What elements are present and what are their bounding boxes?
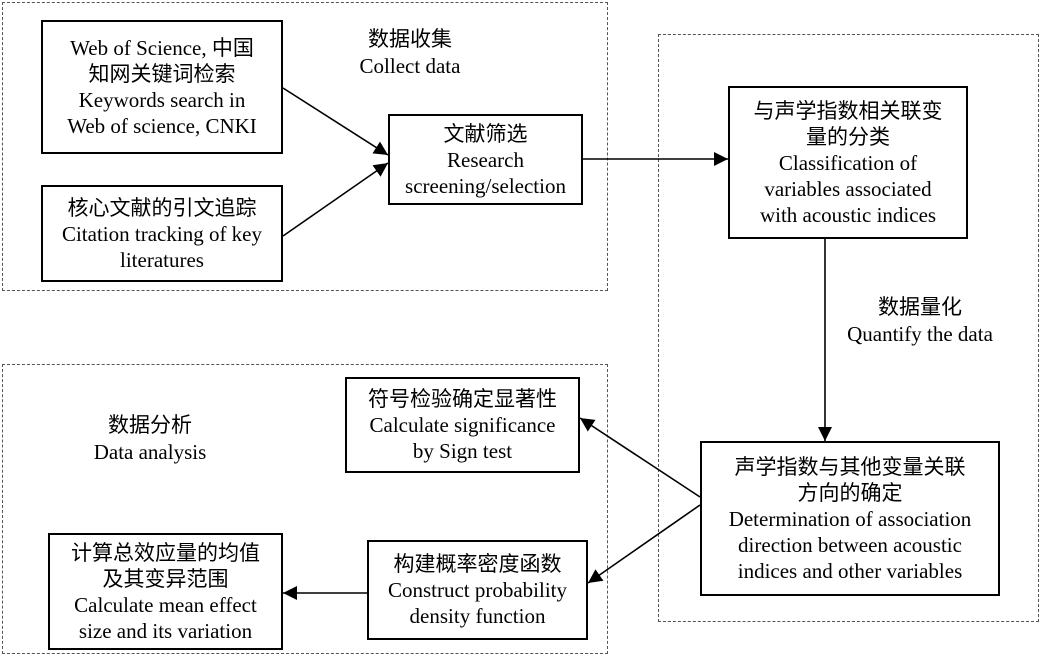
collect-data-region bbox=[2, 2, 608, 291]
arrow-citation-to-screening bbox=[282, 162, 389, 237]
quantify-region bbox=[658, 34, 1039, 622]
data-analysis-region bbox=[2, 364, 608, 654]
arrow-search-to-screening bbox=[282, 87, 389, 156]
quantify-data-label: 数据量化 Quantify the data bbox=[847, 295, 993, 346]
research-screening-box: 文献筛选 Research screening/selection bbox=[388, 114, 583, 205]
sign-test-box: 符号检验确定显著性 Calculate significance by Sign… bbox=[345, 377, 580, 473]
citation-tracking-box: 核心文献的引文追踪 Citation tracking of key liter… bbox=[41, 185, 283, 282]
arrow-direction-to-significance bbox=[579, 417, 701, 498]
collect-data-label: 数据收集 Collect data bbox=[359, 27, 461, 78]
keyword-search-box: Web of Science, 中国 知网关键词检索 Keywords sear… bbox=[41, 20, 283, 154]
data-analysis-label: 数据分析 Data analysis bbox=[93, 413, 207, 464]
association-direction-box: 声学指数与其他变量关联 方向的确定 Determination of assoc… bbox=[700, 441, 1000, 596]
mean-effect-size-box: 计算总效应量的均值 及其变异范围 Calculate mean effect s… bbox=[48, 533, 283, 650]
arrow-direction-to-density bbox=[587, 504, 701, 584]
probability-density-box: 构建概率密度函数 Construct probability density f… bbox=[367, 540, 588, 640]
classification-box: 与声学指数相关联变 量的分类 Classification of variabl… bbox=[728, 86, 968, 239]
